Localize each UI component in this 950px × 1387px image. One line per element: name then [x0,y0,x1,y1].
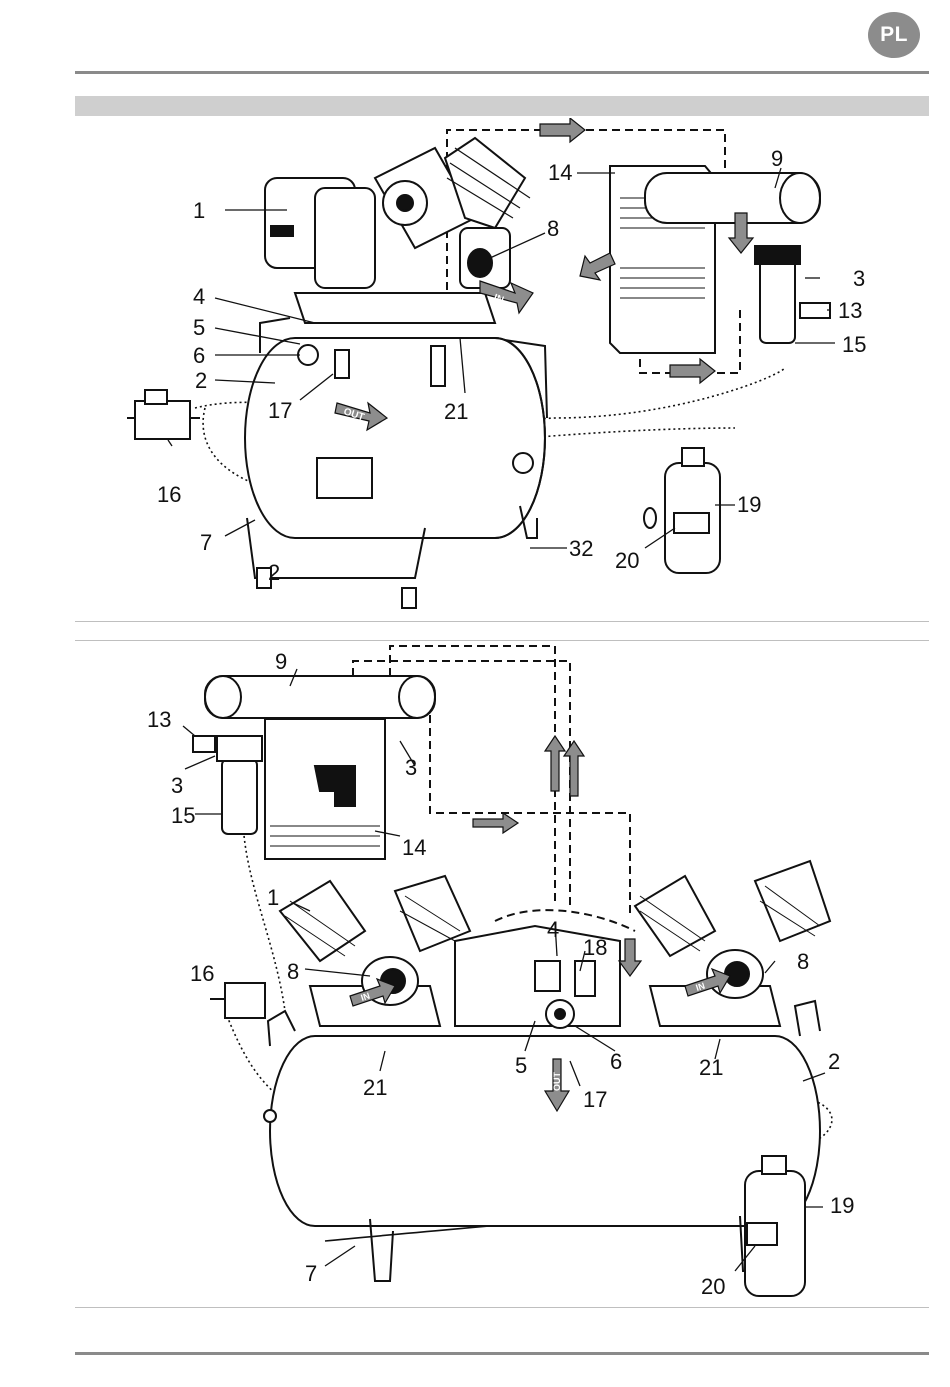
callout-5: 5 [515,1055,527,1077]
filter-bowl [222,759,257,834]
callout-1: 1 [193,200,205,222]
callout-8-left: 8 [287,961,299,983]
callout-13: 13 [838,300,862,322]
flow-arrow-up-right [564,741,584,796]
callout-20: 20 [615,550,639,572]
pressure-switch [193,736,215,752]
flow-arrow-up-left [545,736,565,791]
callout-14: 14 [402,837,426,859]
callout-6: 6 [193,345,205,367]
callout-9: 9 [771,148,783,170]
handle-left [268,1011,295,1046]
pressure-gauge [298,345,318,365]
callout-4: 4 [193,286,205,308]
single-compressor-figure: IN OUT 1 2 2 3 4 5 6 7 8 9 13 14 15 16 1… [75,118,929,622]
out-arrow-text: OUT [552,1072,562,1092]
language-badge: PL [868,12,920,58]
header-rule [75,71,929,74]
pressure-switch [800,303,830,318]
callout-2: 2 [828,1051,840,1073]
footer-rule [75,1352,929,1355]
flow-arrow-mid [473,813,518,833]
solenoid-valve [225,983,265,1018]
callout-4: 4 [547,919,559,941]
callout-21-right: 21 [699,1057,723,1079]
tank-body [295,338,545,538]
callout-9: 9 [275,651,287,673]
callout-15: 15 [842,334,866,356]
flow-arrow-bottom [670,359,715,383]
solenoid-valve [135,401,190,439]
flow-arrow-down [619,939,641,976]
callout-8: 8 [547,218,559,240]
callout-15: 15 [171,805,195,827]
pump-head-right-b [755,861,830,941]
callout-7: 7 [305,1263,317,1285]
callout-19: 19 [737,494,761,516]
in-arrow-text: IN [492,292,505,306]
head-plate [295,293,495,323]
flow-arrow-top [540,118,585,142]
filter-bowl [760,253,795,343]
callout-17: 17 [583,1089,607,1111]
dual-compressor-figure: IN IN OUT 9 13 3 3 15 14 1 4 18 16 8 8 5… [75,640,929,1308]
language-code: PL [880,23,908,47]
callout-18: 18 [583,937,607,959]
callout-7: 7 [200,532,212,554]
callout-2: 2 [195,370,207,392]
callout-19: 19 [830,1195,854,1217]
callout-17: 17 [268,400,292,422]
section-band [75,96,929,116]
callout-21: 21 [444,401,468,423]
callout-20: 20 [701,1276,725,1298]
callout-3: 3 [853,268,865,290]
callout-32: 32 [569,538,593,560]
callout-16: 16 [190,963,214,985]
callout-3-right: 3 [405,757,417,779]
callout-2: 2 [268,562,280,584]
callout-6: 6 [610,1051,622,1073]
callout-3-left: 3 [171,775,183,797]
callout-5: 5 [193,317,205,339]
callout-1: 1 [267,887,279,909]
handle-right [795,1001,820,1036]
callout-16: 16 [157,484,181,506]
callout-14: 14 [548,162,572,184]
callout-13: 13 [147,709,171,731]
callout-8-right: 8 [797,951,809,973]
callout-21-left: 21 [363,1077,387,1099]
